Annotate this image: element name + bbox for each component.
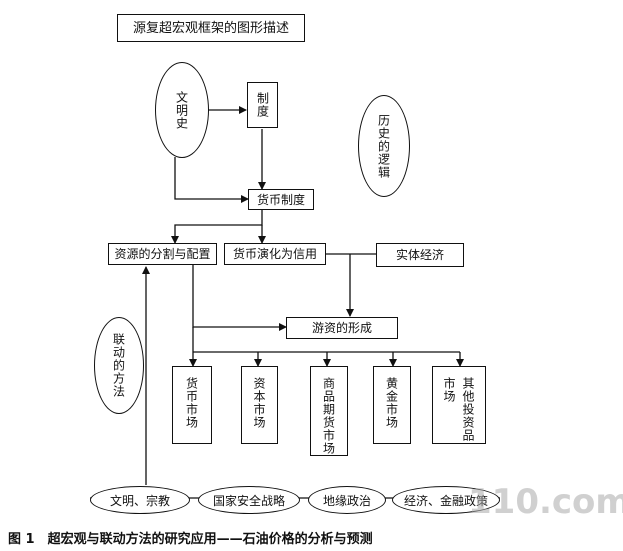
factor-economic-financial-policy: 经济、金融政策 (392, 486, 500, 514)
node-linkage-method: 联动的方法 (94, 317, 144, 414)
edge-resource-to-hotmoney (192, 264, 287, 331)
watermark-logo: 110.com (468, 482, 623, 522)
node-institution: 制度 (247, 82, 278, 128)
market-commodity-futures: 商品期货市场 (310, 366, 348, 456)
node-real-economy: 实体经济 (376, 243, 464, 267)
market-other-investments: 其他投资品 市场 (432, 366, 486, 444)
factor-national-security: 国家安全战略 (198, 486, 300, 514)
diagram-title: 源复超宏观框架的图形描述 (117, 14, 305, 42)
node-monetary-system: 货币制度 (248, 189, 314, 210)
node-history-logic: 历史的逻辑 (358, 95, 410, 197)
node-resource-allocation: 资源的分割与配置 (108, 243, 217, 265)
edge-monetary-to-resource (171, 209, 263, 244)
node-money-to-credit: 货币演化为信用 (224, 243, 326, 265)
node-hot-money: 游资的形成 (286, 317, 398, 339)
edge-civ-to-monetary (174, 157, 249, 203)
figure-caption: 图 1 超宏观与联动方法的研究应用——石油价格的分析与预测 (8, 532, 373, 547)
diagram-title-text: 源复超宏观框架的图形描述 (132, 20, 289, 36)
node-civilization-history: 文明史 (155, 62, 209, 158)
market-capital: 资本市场 (241, 366, 278, 444)
factor-civilization-religion: 文明、宗教 (90, 486, 190, 514)
market-gold: 黄金市场 (373, 366, 411, 444)
market-money: 货币市场 (172, 366, 212, 444)
factor-geopolitics: 地缘政治 (308, 486, 386, 514)
